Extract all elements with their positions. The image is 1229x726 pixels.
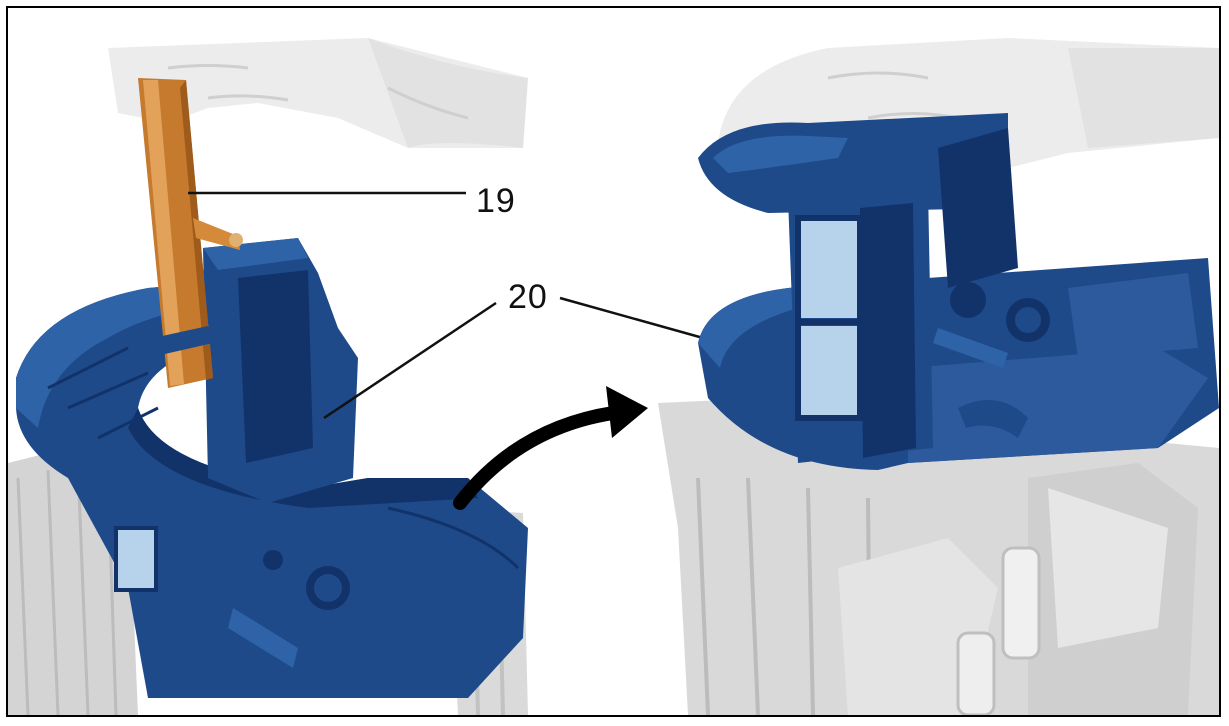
left-filter-pane — [116, 528, 156, 590]
left-blue-part — [16, 238, 528, 698]
curved-arrow-right-icon — [453, 386, 648, 510]
right-blue-part — [698, 113, 1219, 470]
leader-lines — [188, 191, 722, 420]
leader-line-20-right — [559, 296, 722, 345]
copper-tube — [138, 78, 243, 388]
right-filter-pane-bottom — [798, 326, 860, 418]
left-glove — [108, 38, 528, 148]
assembly-illustration — [8, 38, 1219, 715]
right-scene — [658, 38, 1219, 715]
leader-line-20-left — [323, 301, 497, 420]
figure-frame: 19 20 — [6, 6, 1221, 717]
left-scene — [8, 38, 528, 715]
callout-number-20: 20 — [508, 278, 548, 316]
callout-number-19: 19 — [476, 182, 516, 220]
right-housing — [658, 398, 1219, 715]
right-filter-pane-top — [798, 218, 860, 318]
